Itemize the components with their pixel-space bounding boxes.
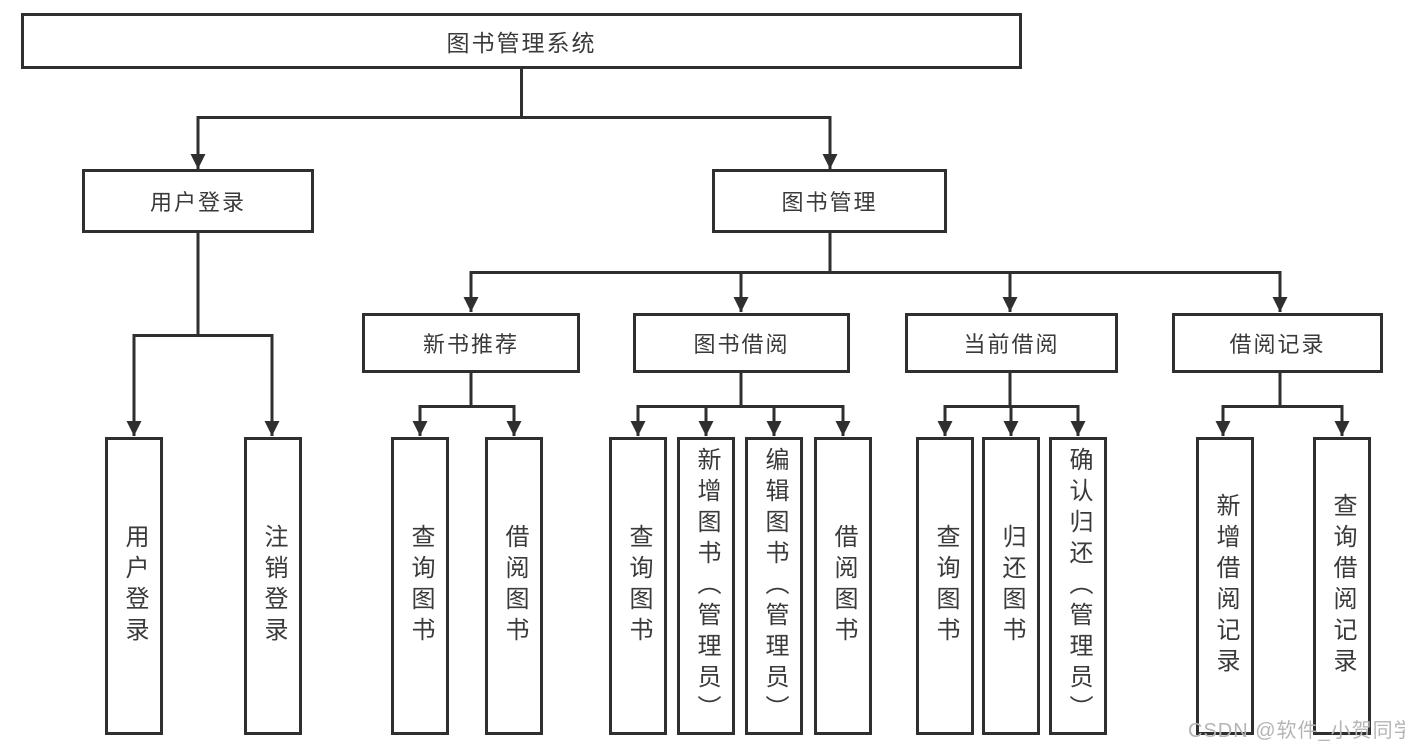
node-label: 编辑图书（管理员） (761, 446, 788, 726)
node-label: 查询图书 (625, 524, 652, 648)
node-label: 图书管理 (781, 190, 878, 215)
leaf-logout: 注销登录 (244, 437, 302, 735)
node-label: 新增借阅记录 (1212, 493, 1239, 679)
node-label: 查询图书 (932, 524, 959, 648)
leaf-borrow-books-borrowing: 借阅图书 (814, 437, 872, 735)
node-current-borrowing: 当前借阅 (905, 313, 1118, 373)
node-label: 归还图书 (998, 524, 1025, 648)
node-library-management-system: 图书管理系统 (21, 13, 1022, 69)
node-label: 新增图书（管理员） (693, 446, 720, 726)
connector-lines (132, 69, 1344, 408)
leaf-add-borrow-record: 新增借阅记录 (1196, 437, 1254, 735)
node-book-borrowing: 图书借阅 (633, 313, 850, 373)
node-label: 借阅图书 (501, 524, 528, 648)
node-label: 用户登录 (121, 524, 148, 648)
leaf-query-books-borrowing: 查询图书 (609, 437, 667, 735)
node-label: 用户登录 (149, 190, 246, 215)
leaf-query-books-current: 查询图书 (916, 437, 974, 735)
node-label: 图书管理系统 (446, 30, 597, 56)
leaf-edit-books-admin: 编辑图书（管理员） (745, 437, 803, 735)
node-borrowing-records: 借阅记录 (1172, 313, 1383, 373)
leaf-user-login: 用户登录 (105, 437, 163, 735)
node-label: 借阅图书 (830, 524, 857, 648)
node-label: 图书借阅 (693, 332, 790, 357)
node-label: 确认归还（管理员） (1065, 446, 1092, 726)
leaf-confirm-return-admin: 确认归还（管理员） (1049, 437, 1107, 735)
node-label: 注销登录 (260, 524, 287, 648)
node-label: 借阅记录 (1229, 332, 1326, 357)
node-label: 当前借阅 (963, 332, 1060, 357)
node-label: 查询借阅记录 (1329, 493, 1356, 679)
node-label: 新书推荐 (422, 332, 519, 357)
node-label: 查询图书 (407, 524, 434, 648)
node-user-login: 用户登录 (82, 169, 314, 233)
arrowheads (126, 117, 1350, 436)
watermark: CSDN @软件_小贺同学 (1188, 720, 1405, 742)
leaf-query-borrow-record: 查询借阅记录 (1313, 437, 1371, 735)
leaf-return-books: 归还图书 (982, 437, 1040, 735)
leaf-borrow-books-recommendation: 借阅图书 (485, 437, 543, 735)
leaf-query-books-recommendation: 查询图书 (391, 437, 449, 735)
node-book-management: 图书管理 (712, 169, 947, 233)
leaf-add-books-admin: 新增图书（管理员） (677, 437, 735, 735)
node-new-book-recommendation: 新书推荐 (362, 313, 580, 373)
